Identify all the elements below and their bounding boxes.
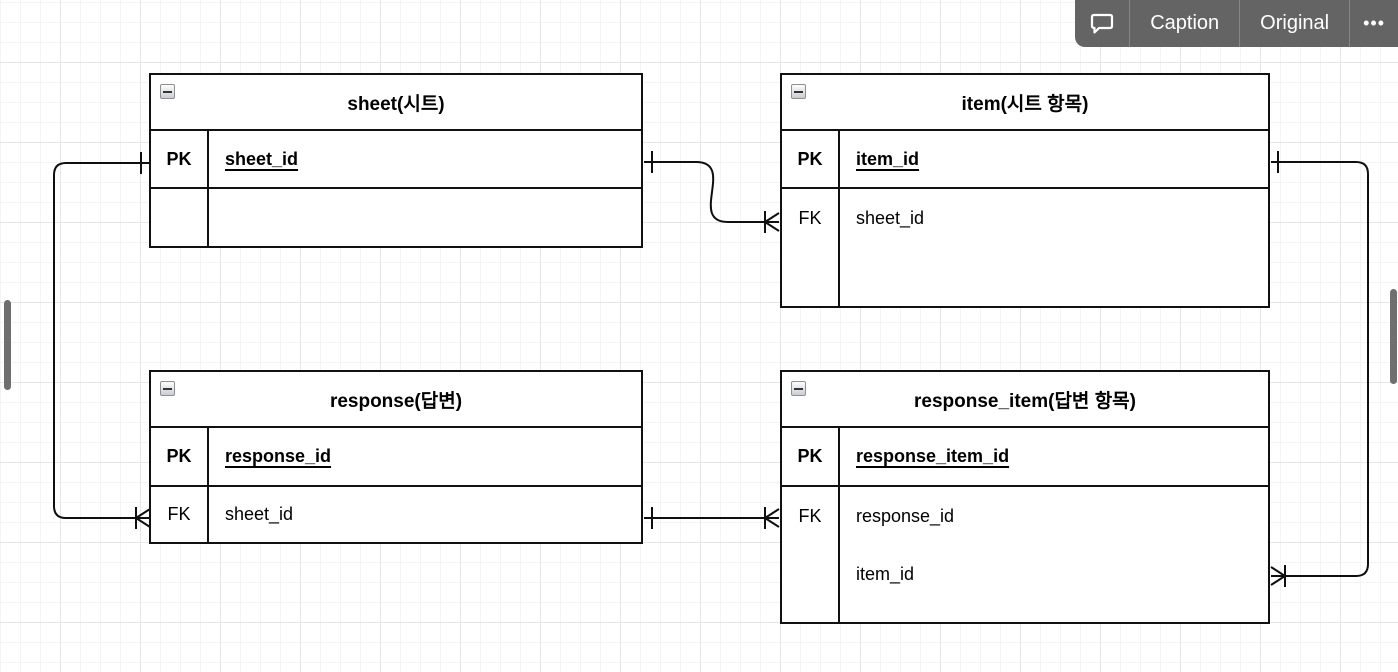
minus-icon bbox=[794, 90, 803, 93]
entity-item[interactable]: item(시트 항목) PK item_id FK sheet_id bbox=[780, 73, 1270, 308]
table-row: PK item_id bbox=[782, 131, 1268, 189]
minus-icon bbox=[794, 387, 803, 390]
left-scroll-handle[interactable] bbox=[4, 300, 11, 390]
collapse-button[interactable] bbox=[160, 381, 175, 396]
attribute-name: response_id bbox=[856, 505, 955, 526]
cardinality-many-marker bbox=[1270, 565, 1286, 587]
attribute-name: sheet_id bbox=[225, 148, 299, 169]
speech-bubble-icon bbox=[1091, 13, 1114, 34]
pk-key-cell: PK bbox=[782, 131, 840, 187]
attribute-name: sheet_id bbox=[856, 207, 925, 228]
relationship-sheet-response bbox=[53, 152, 151, 529]
table-row: PK response_item_id bbox=[782, 428, 1268, 487]
collapse-button[interactable] bbox=[160, 84, 175, 99]
attribute-name: item_id bbox=[856, 563, 915, 584]
pk-key-cell: PK bbox=[151, 131, 209, 187]
entity-title: response(답변) bbox=[329, 390, 463, 412]
entity-sheet-header: sheet(시트) bbox=[151, 75, 641, 131]
cardinality-many-marker bbox=[135, 507, 151, 529]
table-row: FK sheet_id bbox=[782, 189, 1268, 306]
key-cell bbox=[151, 189, 209, 246]
minus-icon bbox=[163, 387, 172, 390]
attribute-name: response_item_id bbox=[856, 446, 1010, 466]
entity-response-header: response(답변) bbox=[151, 372, 641, 428]
more-options-button[interactable]: ••• bbox=[1349, 0, 1398, 47]
entity-title: sheet(시트) bbox=[347, 93, 445, 115]
collapse-button[interactable] bbox=[791, 381, 806, 396]
relationship-item-responseitem bbox=[1270, 151, 1369, 587]
entity-item-header: item(시트 항목) bbox=[782, 75, 1268, 131]
attribute-name: item_id bbox=[856, 148, 920, 169]
viewer-toolbar: Caption Original ••• bbox=[1075, 0, 1398, 47]
fk-key-cell: FK bbox=[798, 505, 822, 526]
cardinality-many-marker bbox=[764, 507, 780, 529]
collapse-button[interactable] bbox=[791, 84, 806, 99]
table-row: PK response_id bbox=[151, 428, 641, 487]
attribute-name: sheet_id bbox=[225, 504, 294, 524]
entity-title: item(시트 항목) bbox=[961, 93, 1089, 115]
caption-button[interactable]: Caption bbox=[1129, 0, 1239, 47]
pk-key-cell: PK bbox=[782, 428, 840, 485]
table-row: PK sheet_id bbox=[151, 131, 641, 189]
table-row: FK sheet_id bbox=[151, 487, 641, 542]
original-button[interactable]: Original bbox=[1239, 0, 1349, 47]
entity-response-item-header: response_item(답변 항목) bbox=[782, 372, 1268, 428]
fk-key-cell: FK bbox=[798, 207, 822, 228]
entity-response-item[interactable]: response_item(답변 항목) PK response_item_id… bbox=[780, 370, 1270, 624]
right-scroll-handle[interactable] bbox=[1390, 289, 1397, 384]
attribute-name: response_id bbox=[225, 446, 332, 466]
entity-title: response_item(답변 항목) bbox=[914, 390, 1136, 412]
cardinality-many-marker bbox=[764, 211, 780, 233]
entity-response[interactable]: response(답변) PK response_id FK sheet_id bbox=[149, 370, 643, 544]
table-row-empty bbox=[151, 189, 641, 246]
entity-sheet[interactable]: sheet(시트) PK sheet_id bbox=[149, 73, 643, 248]
fk-key-cell: FK bbox=[151, 487, 209, 542]
minus-icon bbox=[163, 90, 172, 93]
pk-key-cell: PK bbox=[151, 428, 209, 485]
relationship-sheet-item bbox=[644, 151, 780, 233]
relationship-response-responseitem bbox=[644, 507, 780, 529]
comment-button[interactable] bbox=[1075, 0, 1129, 47]
table-row: FK response_id item_id bbox=[782, 487, 1268, 622]
